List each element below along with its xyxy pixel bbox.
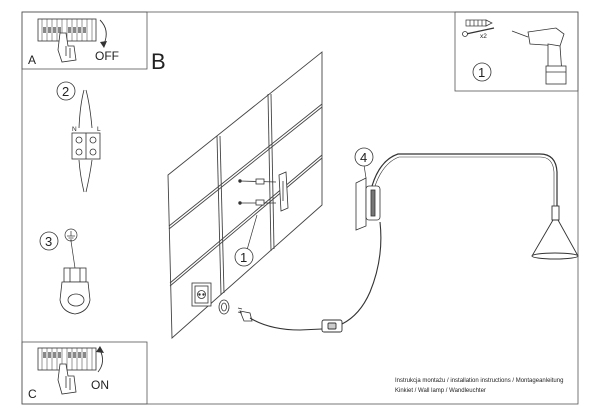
wall-leader-line [246,214,258,251]
power-cord [249,317,323,331]
panel-b-letter: B [151,49,166,74]
step-wiring-circle [56,81,76,101]
screw-icon [462,27,495,37]
wiring-step: 2 N L [56,81,101,193]
arrow-down-icon [99,19,107,45]
breaker-box-icon [37,18,97,42]
earth-step: 3 [39,228,91,315]
lamp-cord [341,221,382,325]
panel-c-frame [21,341,148,405]
cord-switch-icon [321,319,343,333]
step-wall-number: 1 [240,250,247,265]
panel-tools: x2 1 [454,11,579,92]
wall-plug-icon [465,19,493,27]
arrow-up-icon [97,349,103,373]
panel-c: C ON [21,341,148,405]
hand-icon [57,32,77,63]
earth-symbol-icon [64,228,78,242]
panel-c-action: ON [91,378,109,392]
step-hook-circle [354,147,374,167]
screw-count: x2 [480,33,487,40]
plug-icon [218,299,253,322]
step-earth-number: 3 [45,234,52,249]
step-hook-number: 4 [360,150,367,165]
lamp-arm-inner [374,156,555,206]
lamp-shade-icon [531,205,579,260]
panel-c-letter: C [28,387,37,401]
outer-frame [21,11,579,405]
drill-icon [511,27,567,85]
earth-wire-icon [70,240,76,269]
breaker-box-on-icon [37,347,97,371]
arrow-up-head-icon [96,346,104,353]
step-tools-number: 1 [478,65,485,80]
step-tools-circle [472,62,492,82]
panel-a-action: OFF [95,49,119,63]
panel-a-letter: A [28,53,36,67]
caption-line-1: Instrukcja montażu / installation instru… [395,378,563,384]
caption-line-2: Kinkiet / Wall lamp / Wandleuchter [395,388,486,394]
mounting-bracket-icon [278,171,289,212]
wires-icon [78,89,93,193]
bracket-screws-icon [238,178,277,206]
panel-a: A OFF [21,11,148,70]
wall-socket-icon [191,282,212,307]
hook-leader-line [363,164,367,179]
wire-label-left: N [72,126,77,133]
wire-label-right: L [97,126,101,133]
panel-a-frame [21,11,148,70]
lamp-mount-icon [355,177,381,231]
terminal-block-icon [71,132,101,160]
step-wall-circle [234,247,254,267]
lamp-arm [371,153,558,206]
earth-terminal-icon [59,267,91,315]
step-earth-circle [39,231,59,251]
arrow-down-head-icon [100,41,107,48]
wall-tiles [167,51,323,339]
step-wiring-number: 2 [62,84,69,99]
panel-tools-frame [454,11,579,92]
hand-on-icon [57,363,77,395]
